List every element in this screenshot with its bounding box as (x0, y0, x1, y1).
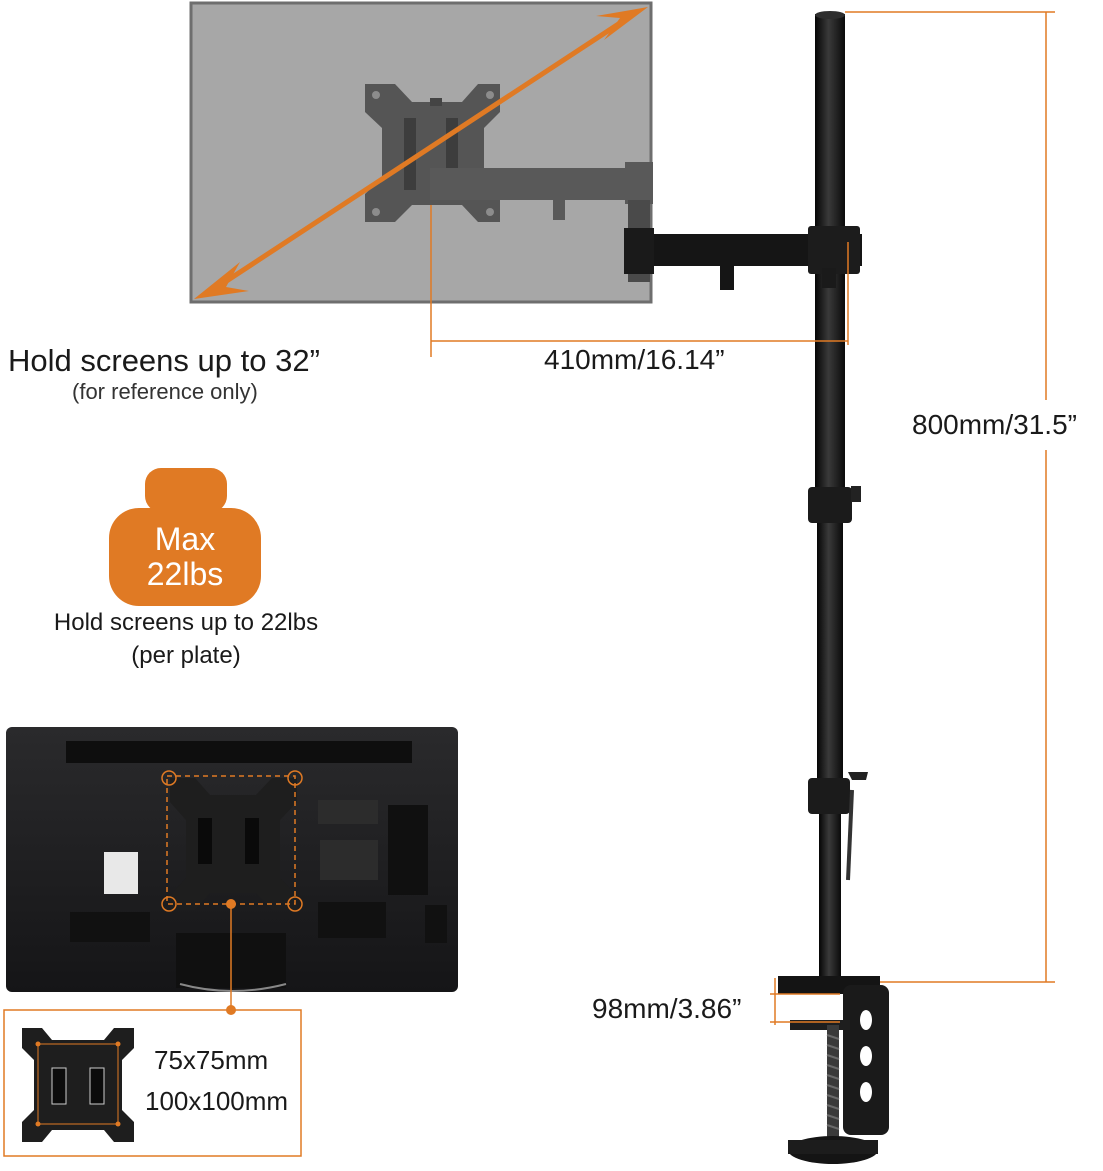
vesa-size-small: 75x75mm (154, 1045, 269, 1075)
pole-height-dimension: 800mm/31.5” (912, 409, 1077, 440)
arm-reach-dimension: 410mm/16.14” (544, 344, 725, 375)
max-screen-size-heading: Hold screens up to 32” (8, 343, 320, 378)
clamp-thickness-dimension: 98mm/3.86” (592, 993, 742, 1024)
vesa-size-large: 100x100mm (145, 1086, 289, 1116)
pole (808, 11, 868, 980)
vesa-inset-box (3, 1009, 302, 1157)
vesa-pointer-dot (226, 899, 236, 909)
diagonal-arrow (194, 7, 648, 299)
monitor-vesa-plate (365, 84, 500, 222)
tv-vesa-plate (170, 778, 297, 910)
weight-badge-max: Max (154, 521, 216, 557)
reference-note: (for reference only) (72, 379, 258, 404)
weight-caption: Hold screens up to 22lbs (53, 609, 319, 636)
weight-badge-icon (109, 468, 261, 606)
desk-clamp (778, 976, 889, 1164)
arm-front-segment (624, 226, 862, 290)
weight-badge-value: 22lbs (146, 556, 224, 592)
dimension-lines (430, 11, 1055, 1025)
weight-caption-note: (per plate) (131, 642, 241, 669)
